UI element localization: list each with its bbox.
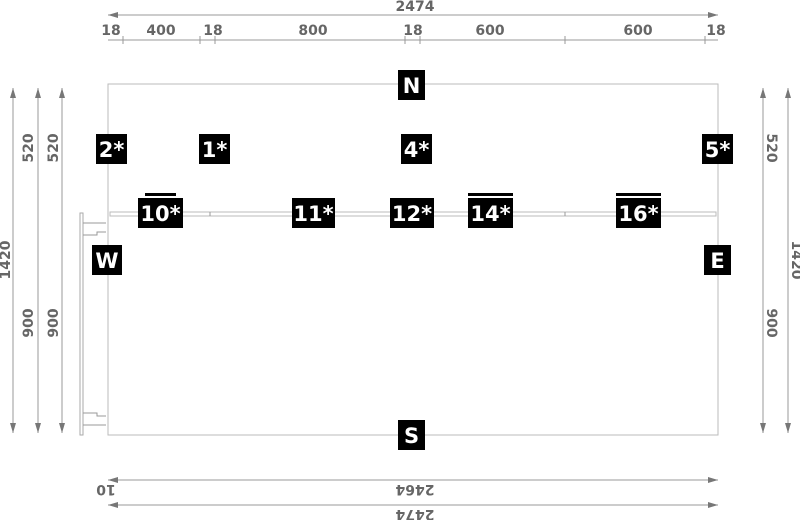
label-box	[92, 245, 122, 275]
dim-left-upper-b: 520	[46, 133, 62, 162]
dim-left-lower-b: 900	[46, 308, 62, 337]
drawer-front-bar	[468, 193, 513, 196]
dim-bottom-offset: 10	[96, 481, 116, 497]
dim-bottom-total: 2474	[395, 506, 434, 520]
label-box	[468, 198, 513, 228]
part-label-text: 11*	[293, 202, 333, 226]
dim-top-seg: 800	[298, 23, 327, 39]
label-box	[616, 198, 661, 228]
part-label-text: 10*	[140, 202, 180, 226]
label-box	[96, 134, 127, 164]
part-label-text: 4*	[404, 138, 430, 162]
dim-right-lower: 900	[763, 308, 779, 337]
label-box	[702, 134, 733, 164]
dim-top-total: 2474	[396, 0, 435, 15]
dim-right-upper: 520	[763, 133, 779, 162]
north-label: N	[398, 70, 425, 100]
part-label: 4*	[401, 134, 432, 164]
drawer-front-bar	[145, 193, 176, 196]
part-label: 5*	[702, 134, 733, 164]
label-box	[398, 70, 425, 100]
label-box	[398, 420, 425, 450]
part-label-text: 5*	[705, 138, 731, 162]
dim-top-seg: 600	[475, 23, 504, 39]
side-panel-west	[79, 212, 106, 436]
label-box	[390, 198, 434, 228]
dim-left-outer: 1420	[0, 240, 14, 279]
part-label: 10*	[138, 193, 183, 228]
label-box	[401, 134, 432, 164]
north-label-text: N	[403, 74, 421, 98]
part-label-text: 16*	[618, 202, 658, 226]
dim-bottom-inner: 2464	[395, 481, 434, 497]
east-label: E	[704, 245, 731, 275]
label-box	[704, 245, 731, 275]
part-label: 12*	[390, 198, 434, 228]
west-label-text: W	[95, 249, 118, 273]
part-label: 2*	[96, 134, 127, 164]
part-label-text: 12*	[392, 202, 432, 226]
part-label: 16*	[616, 193, 661, 228]
part-label-text: 2*	[99, 138, 125, 162]
tag-layer: N S W E 2* 1* 4* 5* 10* 11* 12* 14* 16*	[92, 70, 733, 450]
south-label-text: S	[404, 424, 419, 448]
part-label: 14*	[468, 193, 513, 228]
part-label: 11*	[292, 198, 335, 228]
dim-top-seg: 600	[623, 23, 652, 39]
drawer-front-bar	[616, 193, 661, 196]
dim-left-upper-a: 520	[21, 133, 37, 162]
part-label: 1*	[199, 134, 230, 164]
east-label-text: E	[710, 249, 724, 273]
dim-top-seg: 18	[706, 23, 725, 39]
label-box	[138, 198, 183, 228]
dim-top-seg: 18	[403, 23, 422, 39]
south-label: S	[398, 420, 425, 450]
part-label-text: 1*	[202, 138, 228, 162]
label-box	[292, 198, 335, 228]
part-label-text: 14*	[470, 202, 510, 226]
dim-top-seg: 18	[203, 23, 222, 39]
label-box	[199, 134, 230, 164]
dim-right-outer: 1420	[788, 241, 800, 280]
west-label: W	[92, 245, 122, 275]
dim-segment-ticks	[122, 36, 706, 44]
dim-top-seg: 400	[146, 23, 175, 39]
dim-left-lower-a: 900	[21, 308, 37, 337]
dim-top-seg: 18	[101, 23, 120, 39]
